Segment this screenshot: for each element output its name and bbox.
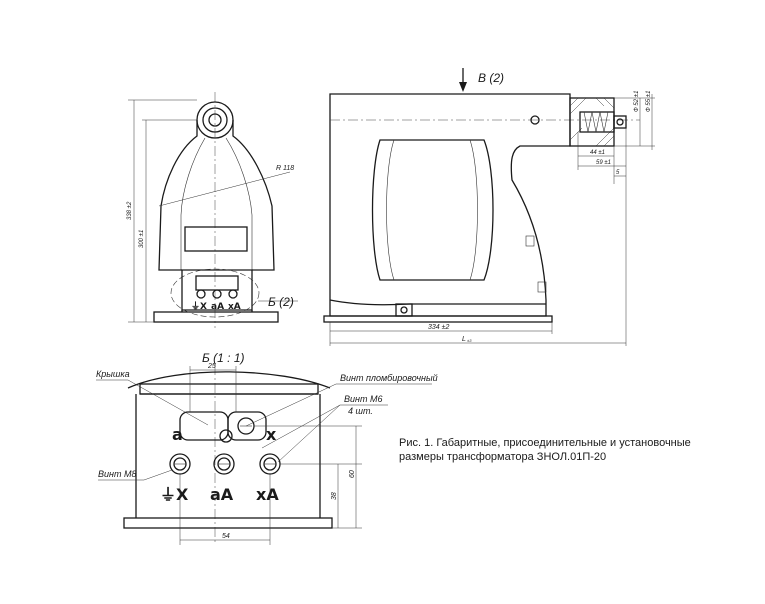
front-base-plate (323, 315, 553, 323)
front-view: В (2) (323, 68, 655, 346)
dim-5: 5 (616, 170, 620, 176)
housing-outline (329, 93, 571, 317)
dim-334: 334 ±2 (428, 324, 449, 331)
caption-line-2: размеры трансформатора ЗНОЛ.01П-20 (399, 451, 607, 463)
side-term-a: aA (211, 302, 224, 312)
side-term-x: xA (228, 302, 241, 312)
section-hatching (569, 97, 615, 147)
dim-44: 44 ±1 (590, 150, 605, 156)
dim-60: 60 (349, 470, 356, 478)
figure-caption: Рис. 1. Габаритные, присоединительные и … (399, 436, 699, 464)
top-bushing-hole (208, 113, 222, 127)
view-b-label: Б (2) (268, 295, 294, 309)
body-outline (158, 120, 275, 271)
nameplate (184, 226, 248, 252)
terminal-section (569, 97, 615, 147)
dim-38: 38 (331, 492, 338, 500)
leader-screw-m6: Винт М6 (344, 394, 382, 404)
detail-term-x: xA (256, 485, 279, 504)
caption-line-1: Рис. 1. Габаритные, присоединительные и … (399, 437, 691, 449)
cover-curve (127, 371, 331, 389)
detail-term-a: aA (210, 485, 234, 504)
leader-screw-m8: Винт М8 (98, 469, 136, 479)
dim-l-tolerance: ±3 (467, 338, 472, 343)
detail-term-ground: ⏚X (160, 485, 189, 504)
dim-l: L (462, 336, 466, 343)
terminal-screw-a (213, 453, 235, 475)
dim-25: 25 (207, 363, 216, 370)
detail-base-plate (123, 517, 333, 529)
dim-r118: R 118 (276, 165, 294, 172)
dim-d52: Ф 52 ±1 (634, 91, 640, 112)
side-term-ground: ⏚X (191, 301, 207, 312)
detail-term-upper-a: a (172, 425, 183, 444)
dim-d55: Ф 55 ±1 (646, 91, 652, 112)
side-view: ⏚X aA xA Б (2) 338 ±2 300 ±1 R 118 (127, 92, 298, 328)
dim-59: 59 ±1 (596, 160, 611, 166)
detail-term-upper-x: x (266, 425, 277, 444)
dim-54: 54 (222, 533, 230, 540)
dim-338: 338 ±2 (127, 201, 133, 220)
detail-view: Б (1 : 1) a x ⏚X aA xA Крышка (96, 351, 438, 545)
leader-screw-m6-qty: 4 шт. (348, 406, 373, 416)
leader-seal-screw: Винт пломбировочный (340, 373, 438, 383)
view-v-label: В (2) (478, 71, 504, 85)
leader-cover: Крышка (96, 369, 130, 379)
detail-b-label: Б (1 : 1) (202, 351, 245, 365)
dim-300: 300 ±1 (139, 230, 145, 248)
core-outline (371, 139, 494, 281)
side-base-plate (153, 311, 279, 323)
